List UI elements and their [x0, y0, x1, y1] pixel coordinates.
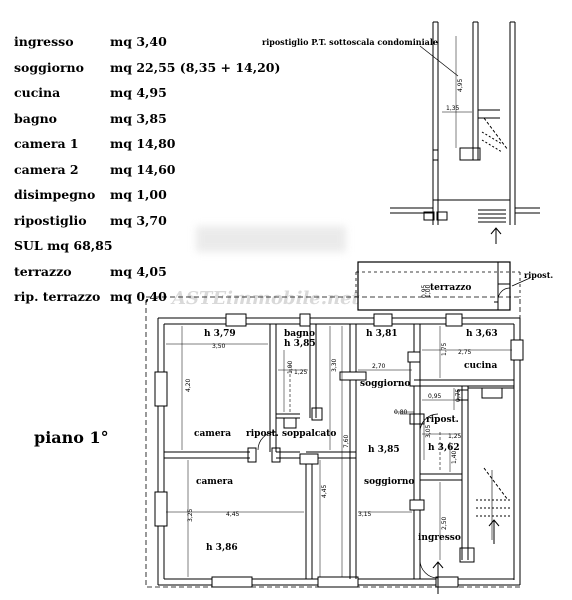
dim-305: 3,05: [425, 424, 432, 438]
legend-value: mq 3,85: [110, 110, 167, 126]
legend-label: bagno: [14, 110, 58, 126]
room-ripost-ext: ripost.: [524, 270, 553, 280]
dim-445h: 4,45: [226, 511, 240, 518]
main-floor-plan: [145, 261, 531, 594]
dim-100b: 1,00: [287, 360, 294, 374]
dim-140: 1,40: [451, 450, 458, 464]
bagno-height: h 3,85: [284, 339, 316, 349]
top-storage-plan: [390, 21, 540, 244]
dim-125: 1,25: [294, 369, 308, 376]
room-terrazzo: terrazzo: [430, 283, 471, 293]
legend-label: soggiorno: [14, 59, 84, 75]
legend-value: mq 3,70: [110, 212, 167, 228]
legend-value: mq 3,40: [110, 34, 167, 49]
legend-value: mq 14,60: [110, 161, 176, 177]
camera-bottom-height: h 3,86: [206, 543, 238, 553]
legend-value: mq 14,80: [110, 136, 176, 151]
room-camera-bottom: camera: [196, 477, 233, 487]
room-ripost-inner: ripost.: [426, 415, 459, 425]
room-cucina: cucina: [464, 361, 497, 371]
dim-325: 3,25: [187, 508, 194, 522]
blurred-watermark: [196, 226, 346, 252]
legend-label: ripostiglio: [14, 212, 87, 228]
legend-label: disimpegno: [14, 187, 96, 202]
legend-label: camera 1: [14, 136, 79, 151]
legend-value: mq 4,05: [110, 263, 167, 279]
dim-760: 7,60: [343, 434, 350, 448]
dim-075: 0,75: [455, 388, 462, 402]
room-ingresso: ingresso: [418, 533, 461, 543]
legend-value: mq 1,00: [110, 187, 167, 202]
room-camera-top: camera: [194, 429, 231, 439]
camera-top-height: h 3,79: [204, 329, 236, 339]
legend-value: mq 0,40: [110, 289, 167, 304]
dim-125b: 1,25: [448, 433, 462, 440]
floor-label: piano 1°: [34, 428, 109, 447]
legend-value: mq 22,55 (8,35 + 14,20): [110, 59, 281, 75]
soggiorno-top-height: h 3,81: [366, 329, 398, 339]
dim-420: 4,20: [185, 378, 192, 392]
legend-label: camera 2: [14, 161, 79, 177]
legend-value: mq 4,95: [110, 85, 167, 100]
room-soggiorno-bottom: soggiorno: [364, 477, 414, 487]
sul-total: SUL mq 68,85: [14, 238, 113, 253]
dim-175: 1,75: [441, 342, 448, 356]
watermark-text: ASTEimmobile.net: [172, 288, 360, 309]
cucina-height: h 3,63: [466, 329, 498, 339]
dim-315: 3,15: [358, 511, 372, 518]
ripost-inner-height: h 3,62: [428, 443, 460, 453]
legend-label: ingresso: [14, 34, 74, 49]
legend-label: cucina: [14, 85, 61, 100]
soggiorno-bottom-height: h 3,85: [368, 445, 400, 455]
legend-label: terrazzo: [14, 263, 72, 279]
dim-330: 3,30: [331, 358, 338, 372]
dim-250: 2,50: [441, 516, 448, 530]
dim-445v: 4,45: [321, 484, 328, 498]
dim-080: 0,80: [394, 409, 408, 416]
dim-270: 2,70: [372, 363, 386, 370]
room-soggiorno-top: soggiorno: [360, 379, 410, 389]
room-bagno: bagno: [284, 329, 315, 339]
dim-top-height: 4,95: [457, 78, 464, 92]
dim-350: 3,50: [212, 343, 226, 350]
dim-100: 1,00: [425, 284, 432, 298]
top-plan-title: ripostiglio P.T. sottoscala condominiale: [262, 37, 438, 47]
room-ripost-soppalcato: ripost. soppalcato: [246, 429, 336, 439]
dim-275: 2,75: [458, 349, 472, 356]
dim-095b: 0,95: [428, 393, 442, 400]
dim-top-width: 1,35: [446, 105, 460, 112]
legend-label: rip. terrazzo: [14, 289, 101, 304]
dim-095: 0,95: [421, 284, 428, 298]
